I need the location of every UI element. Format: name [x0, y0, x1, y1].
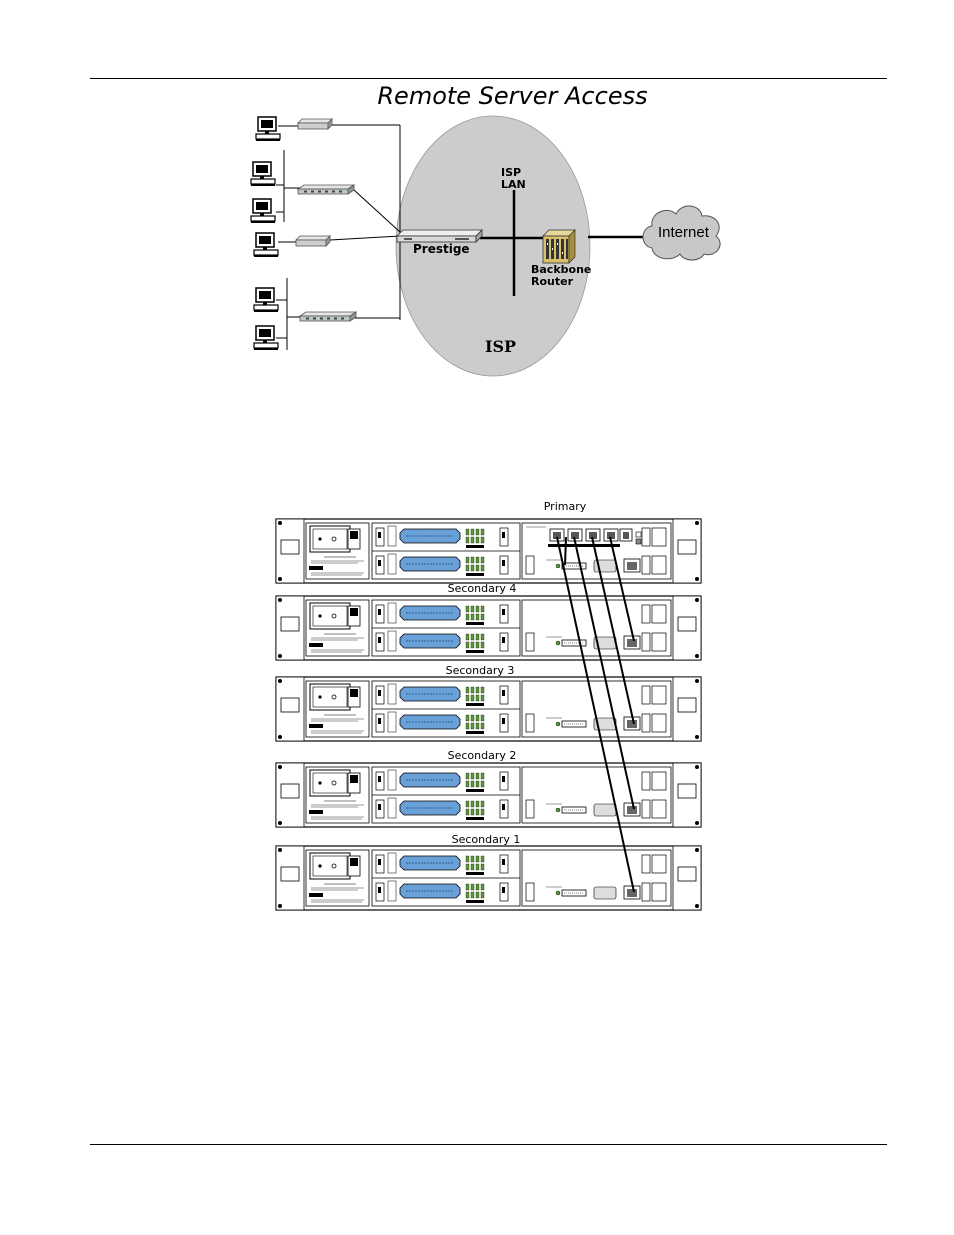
isp-label: ISP [485, 337, 516, 356]
rack-unit-icon [276, 519, 701, 583]
unit-label-secondary-1: Secondary 1 [452, 833, 521, 846]
rack-unit-icon [276, 677, 701, 741]
backbone-router-label: Backbone [531, 263, 591, 276]
isp-lan-label: ISP [501, 166, 521, 179]
rack-unit-icon [276, 596, 701, 660]
computer-icon [253, 325, 279, 351]
rack-unit-icon [276, 763, 701, 827]
bottom-rule [90, 1144, 887, 1145]
hub-icon [297, 184, 355, 195]
client-wiring [276, 124, 401, 350]
cable-icon [591, 536, 635, 725]
backbone-router-label: Router [531, 275, 574, 288]
computer-icon [250, 198, 276, 224]
top-rule [90, 78, 887, 79]
rack-unit-secondary-2 [276, 763, 701, 827]
cable-icon [564, 536, 567, 566]
modem-icon [297, 118, 333, 130]
rack-unit-primary [276, 519, 701, 583]
rack-unit-secondary-4 [276, 596, 701, 660]
computer-icon [253, 232, 279, 258]
hub-icon [299, 311, 357, 322]
remote-server-access-diagram: ISP LAN Prestige Backbone Router ISP Int… [250, 115, 721, 377]
prestige-label: Prestige [413, 242, 470, 256]
rack-unit-icon [276, 846, 701, 910]
computer-icon [250, 161, 276, 187]
backbone-router-icon [542, 229, 576, 264]
unit-label-secondary-2: Secondary 2 [448, 749, 517, 762]
prestige-device-icon [396, 229, 483, 243]
rack-unit-secondary-1 [276, 846, 701, 910]
unit-label-secondary-4: Secondary 4 [448, 582, 517, 595]
isp-lan-label: LAN [501, 178, 526, 191]
stacking-cables [556, 536, 635, 893]
cable-icon [573, 536, 635, 810]
computer-icon [255, 116, 281, 142]
isp-lan-wiring [480, 190, 650, 296]
cloud-icon [642, 205, 721, 261]
cable-icon [556, 536, 635, 893]
rack-unit-secondary-3 [276, 677, 701, 741]
modem-icon [295, 235, 331, 247]
unit-label-secondary-3: Secondary 3 [446, 664, 515, 677]
cable-icon [609, 536, 635, 642]
computer-icon [253, 287, 279, 313]
unit-label-primary: Primary [544, 500, 587, 513]
figure-title: Remote Server Access [377, 82, 648, 110]
internet-label: Internet [658, 224, 710, 241]
isp-ellipse [395, 115, 591, 377]
